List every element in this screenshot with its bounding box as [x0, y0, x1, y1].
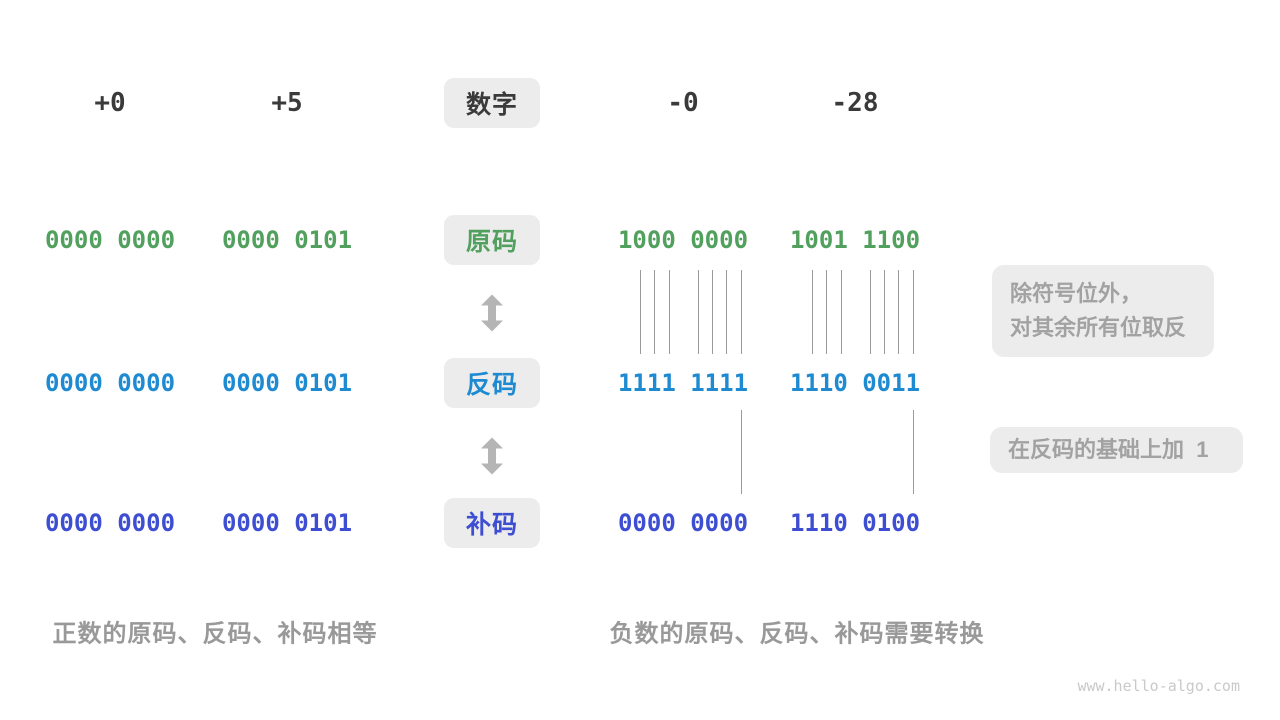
- sign-code-value-col2: 0000 0101: [221, 226, 353, 254]
- sign-code-label-box: 原码: [444, 215, 540, 265]
- bit-line: [869, 270, 871, 354]
- annotation-add-one-line1: 在反码的基础上加 1: [1008, 437, 1209, 462]
- header-value-plus-5: +5: [271, 88, 303, 118]
- ones-comp-value-col2: 0000 0101: [221, 369, 353, 397]
- bit-line: [840, 270, 842, 354]
- header-value-plus-0: +0: [94, 88, 126, 118]
- annotation-invert-bits-line2: 对其余所有位取反: [1010, 315, 1187, 340]
- updown-arrow-icon: [481, 437, 503, 475]
- header-label: 数字: [465, 91, 518, 119]
- bit-line: [639, 270, 641, 354]
- bit-line: [811, 270, 813, 354]
- bit-line: [711, 270, 713, 354]
- header-label-box: 数字: [444, 78, 540, 128]
- sign-code-value-col1: 0000 0000: [44, 226, 176, 254]
- bit-line: [883, 270, 885, 354]
- ones-comp-value-col4: 1110 0011: [789, 369, 921, 397]
- twos-comp-value-col1: 0000 0000: [44, 509, 176, 537]
- caption-negative-numbers: 负数的原码、反码、补码需要转换: [609, 620, 985, 648]
- header-value-minus-0: -0: [667, 88, 699, 118]
- twos-comp-value-col2: 0000 0101: [221, 509, 353, 537]
- bit-line: [740, 270, 742, 354]
- bit-line: [668, 270, 670, 354]
- ones-comp-value-col3: 1111 1111: [617, 369, 749, 397]
- caption-positive-numbers: 正数的原码、反码、补码相等: [52, 620, 378, 648]
- bit-line: [912, 270, 914, 354]
- header-value-minus-28: -28: [831, 88, 879, 118]
- sign-code-value-col4: 1001 1100: [789, 226, 921, 254]
- bit-line: [697, 270, 699, 354]
- bit-line: [740, 410, 742, 494]
- bit-line: [726, 270, 728, 354]
- bit-line: [826, 270, 828, 354]
- annotation-invert-bits: 除符号位外， 对其余所有位取反: [992, 265, 1214, 357]
- twos-comp-label: 补码: [465, 511, 518, 539]
- bit-line: [912, 410, 914, 494]
- twos-comp-value-col4: 1110 0100: [789, 509, 921, 537]
- ones-comp-label: 反码: [465, 371, 518, 399]
- bit-line: [898, 270, 900, 354]
- ones-comp-label-box: 反码: [444, 358, 540, 408]
- ones-comp-value-col1: 0000 0000: [44, 369, 176, 397]
- annotation-add-one: 在反码的基础上加 1: [990, 427, 1243, 473]
- annotation-invert-bits-line1: 除符号位外，: [1010, 281, 1143, 306]
- twos-comp-value-col3: 0000 0000: [617, 509, 749, 537]
- updown-arrow-icon: [481, 294, 503, 332]
- watermark: www.hello-algo.com: [1077, 677, 1240, 695]
- sign-code-value-col3: 1000 0000: [617, 226, 749, 254]
- bit-line: [654, 270, 656, 354]
- twos-comp-label-box: 补码: [444, 498, 540, 548]
- sign-code-label: 原码: [465, 228, 518, 256]
